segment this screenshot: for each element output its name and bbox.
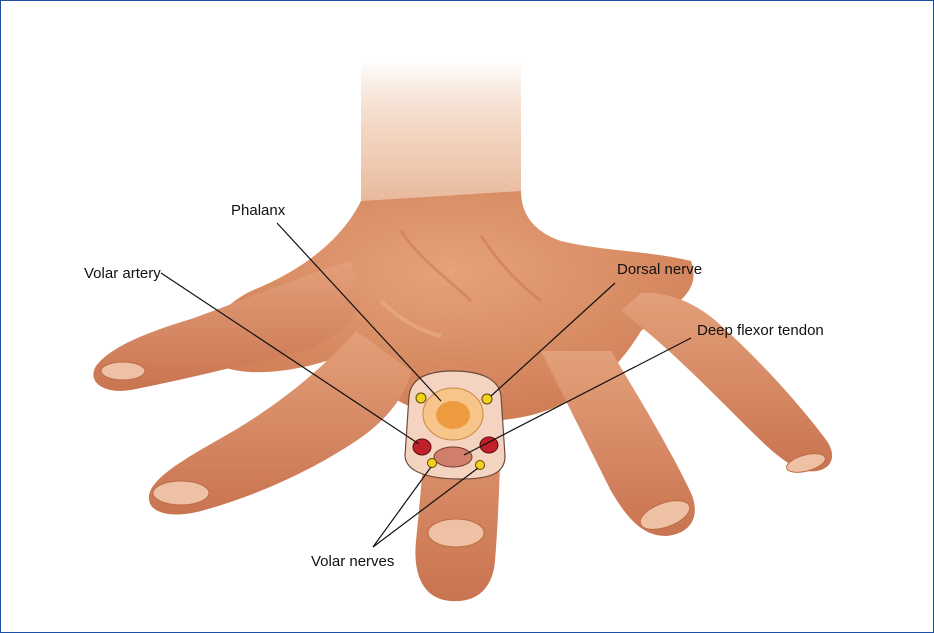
left-dorsal-nerve: [416, 393, 426, 403]
finger-cross-section: [405, 371, 505, 479]
flexor-tendon: [434, 447, 472, 467]
thumb-nail: [101, 362, 145, 380]
middle-nail: [428, 519, 484, 547]
label-volar-artery: Volar artery: [84, 265, 161, 282]
left-volar-nerve: [428, 459, 437, 468]
label-phalanx: Phalanx: [231, 202, 286, 219]
right-dorsal-nerve: [482, 394, 492, 404]
label-dorsal-nerve: Dorsal nerve: [617, 261, 702, 278]
index-nail: [153, 481, 209, 505]
phalanx-marrow: [436, 401, 470, 429]
label-volar-nerves: Volar nerves: [311, 553, 394, 570]
label-deep-flexor-tendon: Deep flexor tendon: [697, 322, 824, 339]
